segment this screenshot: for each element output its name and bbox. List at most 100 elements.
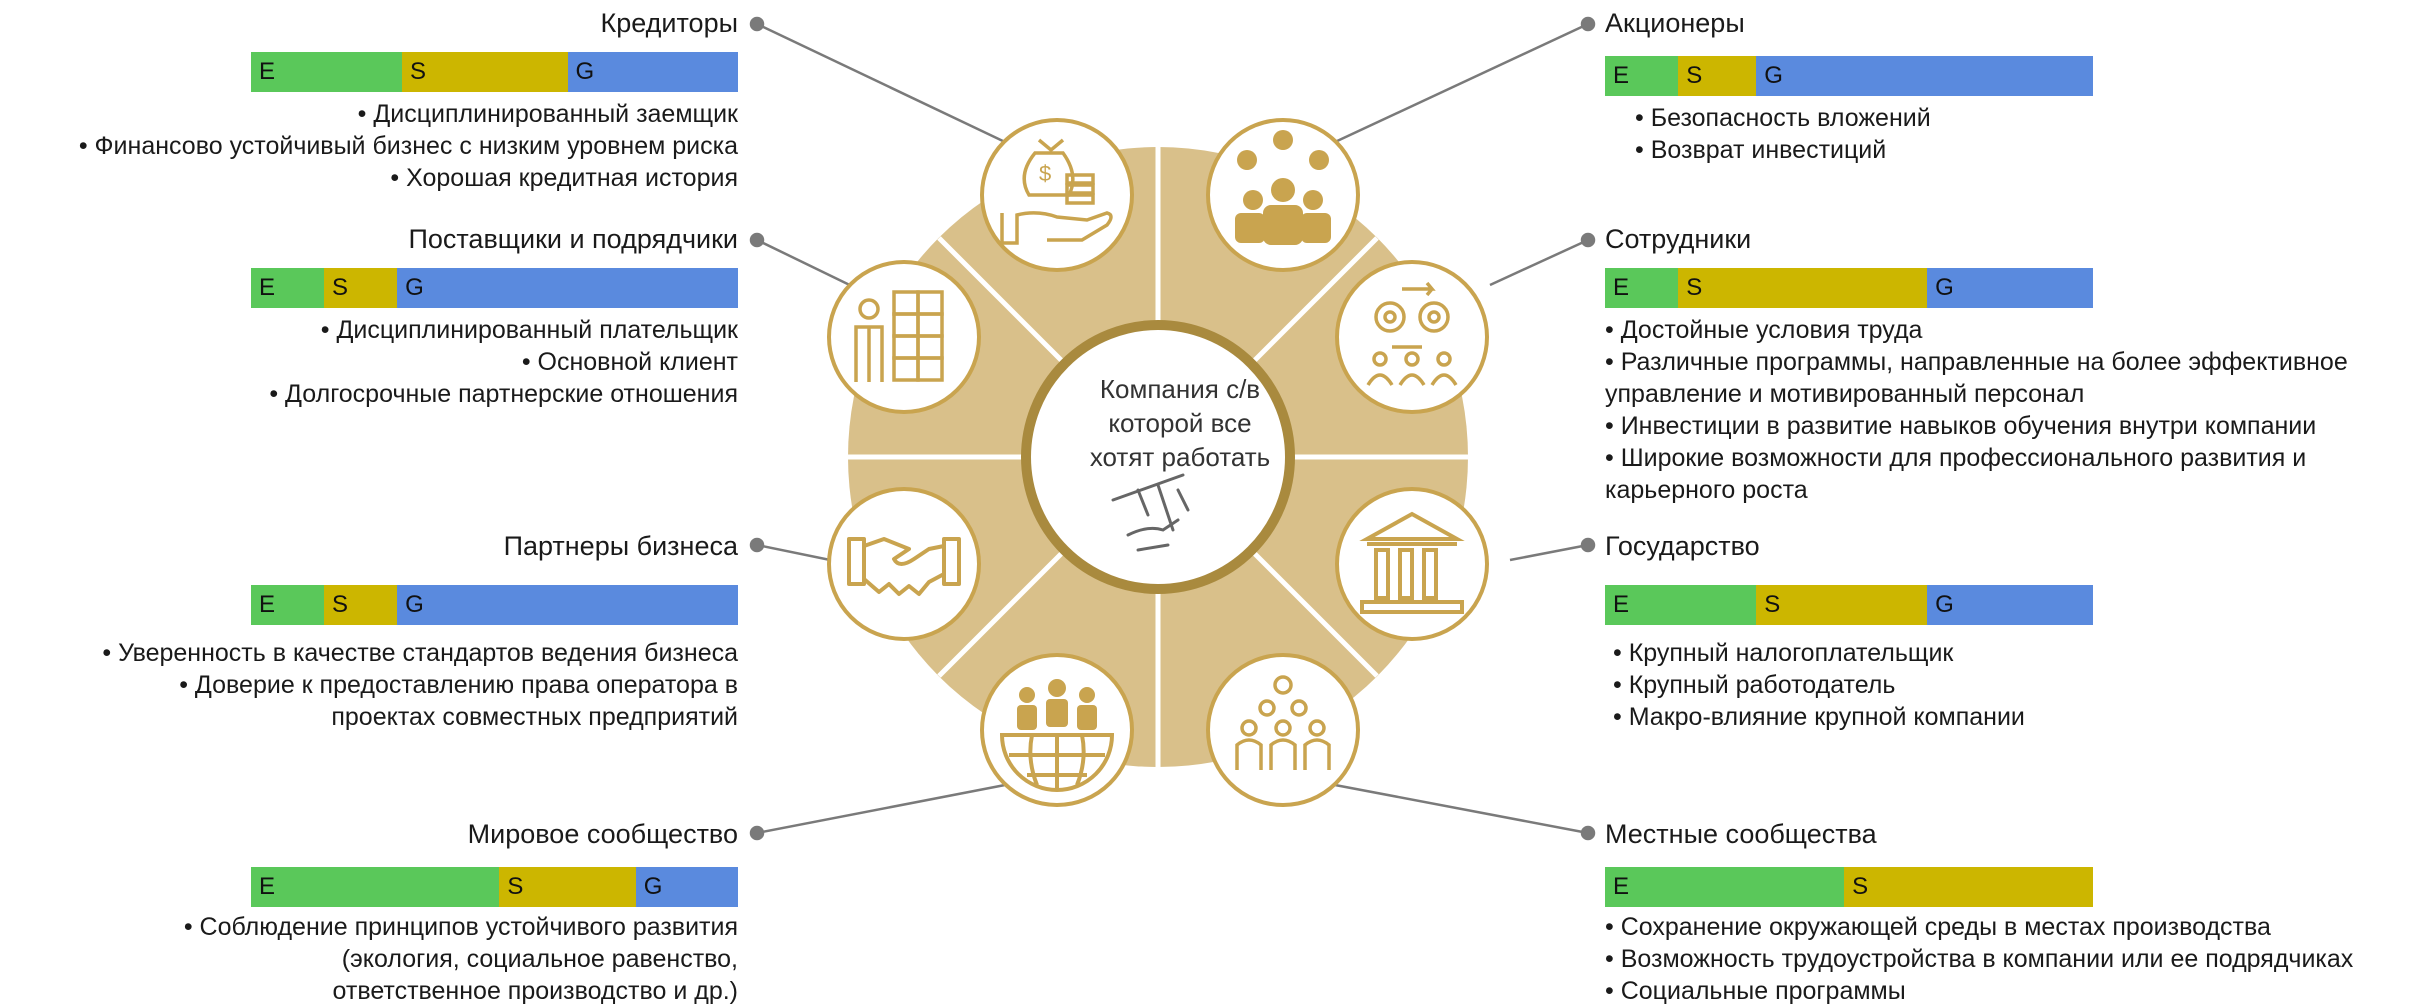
bullet-item: (экология, социальное равенство, <box>341 945 738 973</box>
stakeholder-title: Кредиторы <box>600 8 738 38</box>
bullet-item: • Хорошая кредитная история <box>390 164 738 192</box>
esg-segment-e: E <box>1605 585 1757 625</box>
gears-team-icon <box>1335 260 1489 414</box>
bullet-item: • Финансово устойчивый бизнес с низким у… <box>78 132 738 160</box>
connector-dot-world <box>749 825 765 841</box>
connector-lines <box>749 16 1596 841</box>
globe-people-icon <box>980 653 1134 807</box>
esg-segment-s: S <box>324 585 398 625</box>
esg-segment-e: E <box>251 585 325 625</box>
bullet-item: • Уверенность в качестве стандартов веде… <box>102 639 738 667</box>
esg-segment-s: S <box>1756 585 1928 625</box>
connector-dot-employees <box>1580 232 1596 248</box>
esg-bar: E S G <box>1605 268 2093 308</box>
bullet-list: • Крупный налогоплательщик • Крупный раб… <box>1613 637 2025 733</box>
bullet-item: проектах совместных предприятий <box>331 703 738 731</box>
esg-segment-s: S <box>1678 56 1757 96</box>
esg-segment-e: E <box>1605 867 1845 907</box>
money-bag-hand-icon: $ <box>980 118 1134 272</box>
bullet-item: • Крупный работодатель <box>1613 671 1896 699</box>
stakeholder-title: Акционеры <box>1605 8 1745 38</box>
bullet-list: • Уверенность в качестве стандартов веде… <box>102 637 738 733</box>
bullet-item: • Долгосрочные партнерские отношения <box>269 380 738 408</box>
bullet-list: • Соблюдение принципов устойчивого разви… <box>184 911 738 1007</box>
bullet-item: • Широкие возможности для профессиональн… <box>1605 444 2307 472</box>
bullet-item: • Доверие к предоставлению права операто… <box>179 671 738 699</box>
stakeholder-title: Сотрудники <box>1605 224 1752 254</box>
crowd-icon <box>1206 653 1360 807</box>
stakeholder-title: Местные сообщества <box>1605 819 1877 849</box>
esg-segment-s: S <box>1678 268 1928 308</box>
stakeholder-creditors: Кредиторы E S G • Дисциплинированный зае… <box>0 6 738 196</box>
bullet-list: • Безопасность вложений • Возврат инвест… <box>1635 102 1931 166</box>
esg-segment-g: G <box>567 52 738 92</box>
connector-dot-shareholders <box>1580 16 1596 32</box>
esg-bar: E S <box>1605 867 2093 907</box>
esg-segment-s: S <box>1844 867 2093 907</box>
stakeholder-suppliers: Поставщики и подрядчики E S G • Дисципли… <box>0 222 738 412</box>
center-circle <box>1021 320 1295 594</box>
esg-segment-g: G <box>635 867 738 907</box>
esg-bar: E S G <box>1605 585 2093 625</box>
connector-local <box>1334 783 1589 835</box>
stakeholder-title: Мировое сообщество <box>467 819 738 849</box>
esg-bar: E S G <box>251 867 738 907</box>
bullet-item: • Соблюдение принципов устойчивого разви… <box>183 913 738 941</box>
bullet-item: ответственное производство и др.) <box>332 977 738 1005</box>
icon-circles: $ <box>827 118 1489 807</box>
esg-segment-e: E <box>1605 268 1679 308</box>
investors-icon <box>1206 118 1360 272</box>
stakeholder-world: Мировое сообщество E S G • Соблюдение пр… <box>0 817 738 1007</box>
esg-segment-g: G <box>1927 268 2093 308</box>
bullet-item: • Макро-влияние крупной компании <box>1613 703 2025 731</box>
stakeholder-employees: Сотрудники E S G • Достойные условия тру… <box>1605 222 2417 512</box>
bullet-item: управление и мотивированный персонал <box>1605 380 2085 408</box>
bullet-item: • Социальные программы <box>1605 977 1906 1005</box>
welder-icon <box>1111 473 1190 552</box>
connector-dot-state <box>1580 537 1596 553</box>
esg-segment-g: G <box>1927 585 2093 625</box>
connector-state <box>1509 543 1589 562</box>
esg-segment-e: E <box>251 52 402 92</box>
connector-partners <box>756 543 841 564</box>
connector-creditors <box>756 22 1006 144</box>
handshake-icon <box>827 487 981 641</box>
warehouse-worker-icon <box>827 260 981 414</box>
bullet-list: • Сохранение окружающей среды в местах п… <box>1605 911 2353 1007</box>
connector-employees <box>1489 238 1589 287</box>
connector-dot-partners <box>749 537 765 553</box>
esg-bar: E S G <box>251 585 738 625</box>
bullet-item: карьерного роста <box>1605 476 1808 504</box>
bullet-item: • Основной клиент <box>521 348 738 376</box>
stakeholder-local: Местные сообщества E S • Сохранение окру… <box>1605 817 2417 1007</box>
center-line-3: хотят работать <box>1089 442 1271 472</box>
esg-segment-s: S <box>401 52 568 92</box>
esg-segment-g: G <box>397 585 738 625</box>
bullet-item: • Сохранение окружающей среды в местах п… <box>1605 913 2271 941</box>
esg-segment-g: G <box>397 268 738 308</box>
esg-bar: E S G <box>1605 56 2093 96</box>
bullet-item: • Дисциплинированный плательщик <box>320 316 738 344</box>
stakeholder-partners: Партнеры бизнеса E S G • Уверенность в к… <box>0 529 738 739</box>
esg-segment-s: S <box>499 867 636 907</box>
bullet-item: • Крупный налогоплательщик <box>1613 639 1954 667</box>
esg-bar: E S G <box>251 52 738 92</box>
bullet-item: • Возможность трудоустройства в компании… <box>1605 945 2354 973</box>
bullet-item: • Безопасность вложений <box>1635 104 1931 132</box>
government-building-icon <box>1335 487 1489 641</box>
esg-segment-e: E <box>1605 56 1679 96</box>
esg-segment-s: S <box>324 268 398 308</box>
stakeholder-title: Государство <box>1605 531 1760 561</box>
esg-bar: E S G <box>251 268 738 308</box>
connector-suppliers <box>756 238 861 292</box>
esg-segment-e: E <box>251 268 325 308</box>
bullet-list: • Дисциплинированный плательщик • Основн… <box>269 314 738 410</box>
bullet-item: • Различные программы, направленные на б… <box>1605 348 2348 376</box>
bullet-list: • Достойные условия труда • Различные пр… <box>1605 314 2348 506</box>
esg-segment-g: G <box>1756 56 2093 96</box>
connector-world <box>756 783 1006 835</box>
connector-dot-suppliers <box>749 232 765 248</box>
center-label: Компания с/в которой все хотят работать <box>1050 372 1310 474</box>
bullet-item: • Достойные условия труда <box>1605 316 1923 344</box>
